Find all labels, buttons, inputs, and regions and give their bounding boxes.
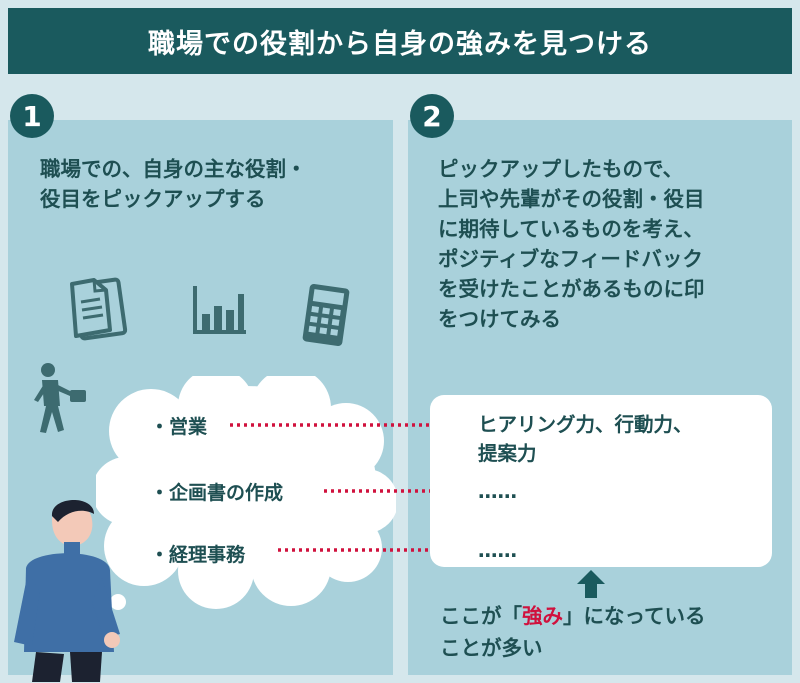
result-box xyxy=(430,395,772,567)
role-sales: ・営業 xyxy=(150,416,208,438)
calculator-icon xyxy=(302,284,350,346)
step2-number: 2 xyxy=(410,94,454,138)
note-text-before: ここが「 xyxy=(440,604,522,628)
step1-text: 職場での、自身の主な役割・ 役目をピックアップする xyxy=(40,157,307,211)
thought-cloud xyxy=(96,376,396,629)
businessman-icon xyxy=(34,363,86,433)
document-icon xyxy=(70,277,128,341)
strength-note: ここが「強み」になっている ことが多い xyxy=(440,600,780,664)
role-planning: ・企画書の作成 xyxy=(150,482,284,504)
step1-number: 1 xyxy=(10,94,54,138)
thinking-person-illustration xyxy=(14,499,120,682)
bar-chart-icon xyxy=(193,286,246,334)
up-arrow-icon xyxy=(577,570,605,598)
result-accounting: …… xyxy=(478,539,517,562)
note-highlight: 強み xyxy=(522,604,563,628)
strength-note-line2: ことが多い xyxy=(440,636,543,660)
result-sales: ヒアリング力、行動力、 提案力 xyxy=(478,413,693,465)
note-text-after: 」になっている xyxy=(563,604,706,628)
result-planning: …… xyxy=(478,480,517,503)
page-title: 職場での役割から自身の強みを見つける xyxy=(8,8,792,74)
step2-text: ピックアップしたもので、 上司や先輩がその役割・役目 に期待しているものを考え、… xyxy=(438,157,705,331)
strength-note-line1: ここが「強み」になっている xyxy=(440,600,780,632)
role-accounting: ・経理事務 xyxy=(150,544,246,566)
